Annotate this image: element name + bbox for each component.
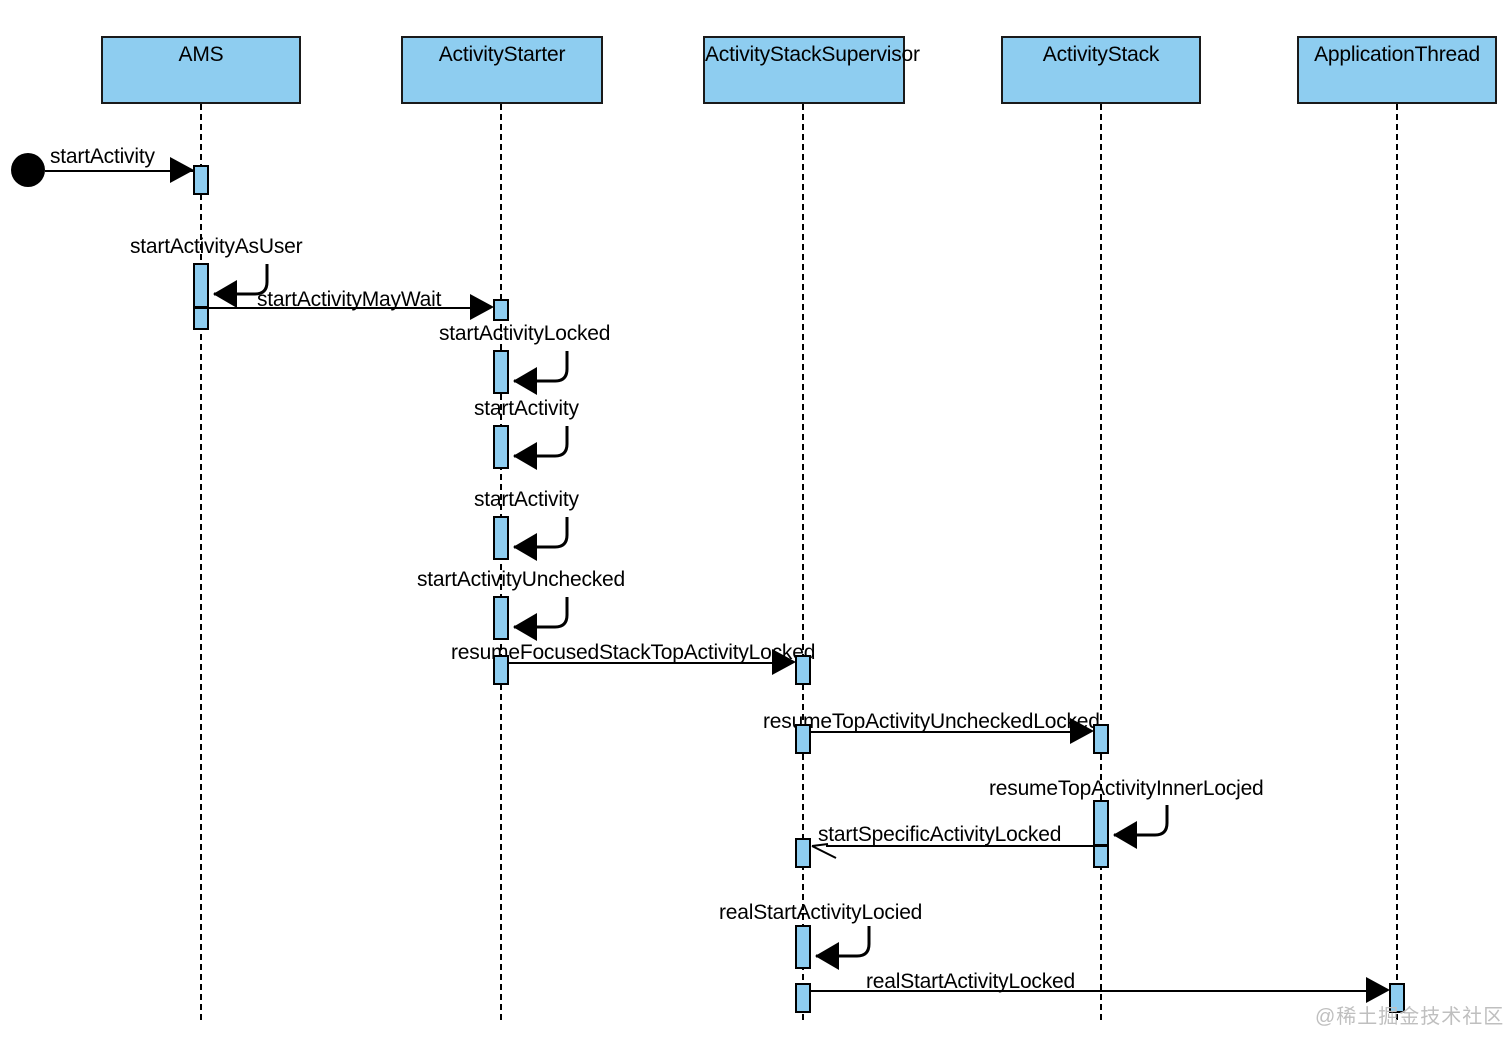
arrow-head-start-activity-may-wait: [470, 294, 494, 320]
activation-activity-starter-4: [493, 516, 509, 560]
participant-label-activity-stack: ActivityStack: [1042, 43, 1160, 66]
arrow-head-start-specific-activity-locked: [806, 833, 838, 867]
activation-divider-ams-2: [193, 306, 209, 309]
message-line-start-activity-may-wait: [209, 307, 471, 309]
message-label-resume-top-activity-unchecked-locked: resumeTopActivityUncheckedLocked: [763, 710, 1100, 733]
message-label-resume-focused-stack-top-activity-locked: resumeFocusedStackTopActivityLocked: [451, 641, 816, 664]
message-line-real-start-activity-locked: [811, 990, 1367, 992]
self-call-loop-start-activity-2: [509, 424, 579, 470]
message-label-start-activity-2: startActivity: [474, 397, 579, 420]
activation-ams-1: [193, 165, 209, 195]
self-call-loop-start-activity-unchecked: [509, 595, 579, 641]
activation-divider-activity-stack-2: [1093, 844, 1109, 847]
message-label-real-start-activity-locied: realStartActivityLocied: [719, 901, 923, 924]
activation-supervisor-1: [795, 655, 811, 685]
message-line-start-activity: [45, 170, 193, 172]
participant-box-activity-stack-supervisor[interactable]: ActivityStackSupervisor: [703, 36, 920, 104]
arrow-head-real-start-activity-locked: [1366, 977, 1390, 1003]
participant-box-activity-starter[interactable]: ActivityStarter: [401, 36, 603, 104]
activation-activity-stack-2: [1093, 800, 1109, 868]
self-call-loop-start-activity-as-user: [209, 262, 279, 308]
activation-activity-starter-6: [493, 655, 509, 685]
arrow-head-resume-focused-stack-top-activity-locked: [772, 649, 796, 675]
activation-supervisor-5: [795, 983, 811, 1013]
activation-activity-stack-1: [1093, 724, 1109, 754]
message-label-start-activity-as-user: startActivityAsUser: [130, 235, 303, 258]
message-label-start-specific-activity-locked: startSpecificActivityLocked: [818, 823, 1062, 846]
activation-activity-starter-1: [493, 299, 509, 321]
message-label-start-activity-may-wait: startActivityMayWait: [257, 288, 442, 311]
activation-supervisor-3: [795, 838, 811, 868]
self-call-loop-real-start-activity-locied: [811, 924, 881, 970]
lifeline-activity-stack-supervisor: [802, 104, 804, 1020]
activation-ams-2: [193, 263, 209, 330]
activation-activity-starter-5: [493, 596, 509, 640]
arrow-head-resume-top-activity-unchecked-locked: [1070, 718, 1094, 744]
lifeline-activity-stack: [1100, 104, 1102, 1020]
message-label-start-activity: startActivity: [50, 145, 155, 168]
activation-supervisor-2: [795, 724, 811, 754]
lifeline-ams: [200, 104, 202, 1020]
activation-application-thread-1: [1389, 983, 1405, 1013]
message-label-start-activity-locked: startActivityLocked: [439, 322, 611, 345]
activation-activity-starter-3: [493, 425, 509, 469]
participant-label-activity-stack-supervisor: ActivityStackSupervisor: [705, 43, 920, 66]
activation-supervisor-4: [795, 925, 811, 969]
self-call-loop-start-activity-3: [509, 515, 579, 561]
participant-label-application-thread: ApplicationThread: [1314, 43, 1480, 66]
self-call-loop-resume-top-activity-inner-locjed: [1109, 803, 1179, 849]
message-label-real-start-activity-locked: realStartActivityLocked: [866, 970, 1075, 993]
participant-box-activity-stack[interactable]: ActivityStack: [1001, 36, 1201, 104]
participant-label-activity-starter: ActivityStarter: [438, 43, 566, 66]
start-node-icon: [11, 153, 45, 187]
self-call-loop-start-activity-locked: [509, 349, 579, 395]
activation-activity-starter-2: [493, 350, 509, 394]
lifeline-activity-starter: [500, 104, 502, 1020]
message-label-start-activity-unchecked: startActivityUnchecked: [417, 568, 626, 591]
message-label-start-activity-3: startActivity: [474, 488, 579, 511]
message-label-resume-top-activity-inner-locjed: resumeTopActivityInnerLocjed: [989, 777, 1264, 800]
message-line-start-specific-activity-locked: [826, 845, 1093, 847]
message-line-resume-focused-stack-top-activity-locked: [509, 662, 773, 664]
arrow-head-start-activity: [170, 157, 194, 183]
participant-box-application-thread[interactable]: ApplicationThread: [1297, 36, 1497, 104]
lifeline-application-thread: [1396, 104, 1398, 1020]
participant-label-ams: AMS: [178, 43, 224, 66]
watermark: @稀土掘金技术社区: [1315, 1006, 1505, 1028]
participant-box-ams[interactable]: AMS: [101, 36, 301, 104]
message-line-resume-top-activity-unchecked-locked: [811, 731, 1071, 733]
